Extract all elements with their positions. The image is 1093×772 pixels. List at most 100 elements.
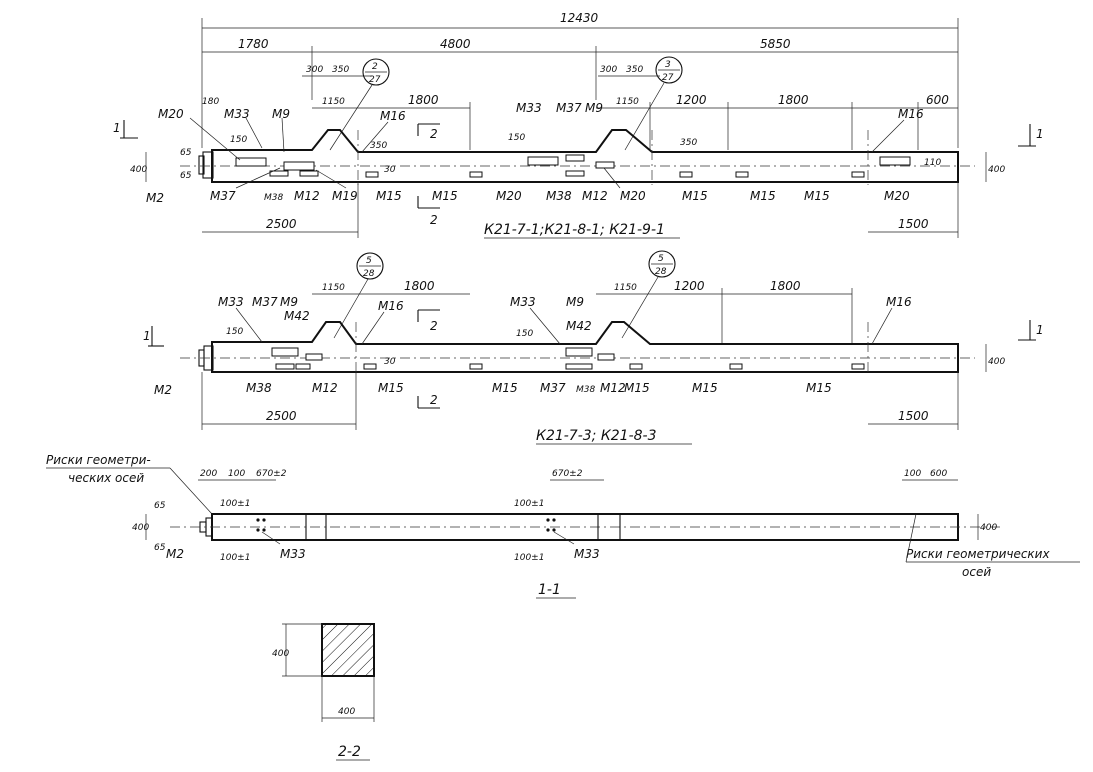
label-m12-a: М12 xyxy=(294,189,320,203)
dim-overall: 12430 xyxy=(560,11,599,25)
v3-dim-100-1b: 100±1 xyxy=(220,553,250,563)
v2-dim-400: 400 xyxy=(988,357,1005,367)
v3-dim-65b: 65 xyxy=(154,543,166,553)
dim-1800b: 1800 xyxy=(778,93,809,107)
svg-text:5: 5 xyxy=(366,256,372,266)
label-m37-b: М37 xyxy=(210,189,236,203)
v2-dim-1800a: 1800 xyxy=(404,279,435,293)
v2-label-m15-e: М15 xyxy=(806,381,832,395)
callout-3-27: 3 27 xyxy=(624,56,683,151)
svg-text:27: 27 xyxy=(662,73,674,83)
view1-title: К21-7-1;К21-8-1; К21-9-1 xyxy=(484,222,665,238)
label-m15-c: М15 xyxy=(682,189,708,203)
v3-label-m33-a: М33 xyxy=(280,547,306,561)
dim-65b: 65 xyxy=(180,171,192,181)
svg-text:1: 1 xyxy=(1036,127,1044,141)
label-m33-a: М33 xyxy=(224,107,250,121)
dim-1150a: 1150 xyxy=(322,97,345,107)
dim-110: 110 xyxy=(924,158,941,168)
dim-300b: 300 xyxy=(600,65,617,75)
v2-label-m15-a: М15 xyxy=(378,381,404,395)
view3-section-1-1: Риски геометри- ческих осей 200 100 670±… xyxy=(46,453,1080,599)
v2-section-mark-left: 1 xyxy=(143,326,164,347)
dim-400-left: 400 xyxy=(130,165,147,175)
label-m9-b: М9 xyxy=(585,101,603,115)
v3-dim-670a: 670±2 xyxy=(256,469,287,479)
dim-1200: 1200 xyxy=(676,93,707,107)
svg-text:3: 3 xyxy=(665,60,671,70)
svg-text:2: 2 xyxy=(430,127,438,141)
label-m15-e: М15 xyxy=(804,189,830,203)
label-m38-a: М38 xyxy=(264,193,283,203)
v2-dim-1150b: 1150 xyxy=(614,283,637,293)
label-m37-a: М37 xyxy=(556,101,582,115)
label-m12-b: М12 xyxy=(582,189,608,203)
label-m9-a: М9 xyxy=(272,107,290,121)
v2-label-m33-a: М33 xyxy=(218,295,244,309)
svg-text:2: 2 xyxy=(430,393,438,407)
v2-label-m12-b: М12 xyxy=(600,381,626,395)
view4-section-2-2: 400 400 2-2 xyxy=(272,623,375,761)
svg-text:2: 2 xyxy=(430,319,438,333)
svg-text:28: 28 xyxy=(655,267,667,277)
v2-label-m42-b: М42 xyxy=(566,319,592,333)
v2-label-m38-b: М38 xyxy=(576,385,595,395)
dim-350b: 350 xyxy=(626,65,643,75)
view2-elevation: 5 28 5 28 1150 1800 1150 1200 1800 xyxy=(143,250,1044,445)
svg-text:2: 2 xyxy=(372,62,378,72)
cut-mark-2: 2 2 xyxy=(417,123,440,227)
dim-1780: 1780 xyxy=(238,37,269,51)
note-left-2: ческих осей xyxy=(68,471,144,485)
v3-dim-100-1a: 100±1 xyxy=(220,499,250,509)
v3-dim-600: 600 xyxy=(930,469,947,479)
dim-300a: 300 xyxy=(306,65,323,75)
cross-section-square xyxy=(321,623,375,677)
dim-1150b: 1150 xyxy=(616,97,639,107)
v2-label-m37-b: М37 xyxy=(540,381,566,395)
v3-dim-100a: 100 xyxy=(228,469,245,479)
v2-label-m12-a: М12 xyxy=(312,381,338,395)
section-mark-right: 1 xyxy=(1018,124,1044,147)
svg-text:28: 28 xyxy=(363,269,375,279)
label-m38-b: М38 xyxy=(546,189,572,203)
v2-dim-150a: 150 xyxy=(226,327,243,337)
section-mark-left: 1 xyxy=(113,120,138,139)
dim-600: 600 xyxy=(926,93,949,107)
v2-dim-2500: 2500 xyxy=(266,409,297,423)
label-m20-a: М20 xyxy=(158,107,184,121)
v3-label-m2: М2 xyxy=(166,547,184,561)
note-right-1: Риски геометрических xyxy=(906,547,1050,561)
dim-1800a: 1800 xyxy=(408,93,439,107)
v2-label-m37: М37 xyxy=(252,295,278,309)
v4-dim-w: 400 xyxy=(338,707,355,717)
dim-30: 30 xyxy=(384,165,396,175)
v2-dim-30: 30 xyxy=(384,357,396,367)
label-m16-a: М16 xyxy=(380,109,406,123)
label-m15-a: М15 xyxy=(376,189,402,203)
label-m20-c: М20 xyxy=(620,189,646,203)
v3-dim-200: 200 xyxy=(200,469,217,479)
svg-text:1: 1 xyxy=(143,329,151,343)
label-m15-b: М15 xyxy=(432,189,458,203)
dim-150b: 150 xyxy=(508,133,525,143)
v2-dim-1500: 1500 xyxy=(898,409,929,423)
v3-dim-400r: 400 xyxy=(980,523,997,533)
dim-180: 180 xyxy=(202,97,219,107)
label-m15-d: М15 xyxy=(750,189,776,203)
note-left-1: Риски геометри- xyxy=(46,453,151,467)
label-m2: М2 xyxy=(146,191,164,205)
svg-text:1: 1 xyxy=(113,121,121,135)
label-m20-d: М20 xyxy=(884,189,910,203)
dim-350a: 350 xyxy=(370,141,387,151)
v2-dim-1800b: 1800 xyxy=(770,279,801,293)
view3-title: 1-1 xyxy=(538,582,561,598)
dim-2500: 2500 xyxy=(266,217,297,231)
v2-label-m15-c: М15 xyxy=(624,381,650,395)
callout-2-27: 2 27 xyxy=(329,58,390,151)
dim-4800: 4800 xyxy=(440,37,471,51)
label-m33-b: М33 xyxy=(516,101,542,115)
v3-dim-400l: 400 xyxy=(132,523,149,533)
v2-label-m33-b: М33 xyxy=(510,295,536,309)
dim-65a: 65 xyxy=(180,148,192,158)
